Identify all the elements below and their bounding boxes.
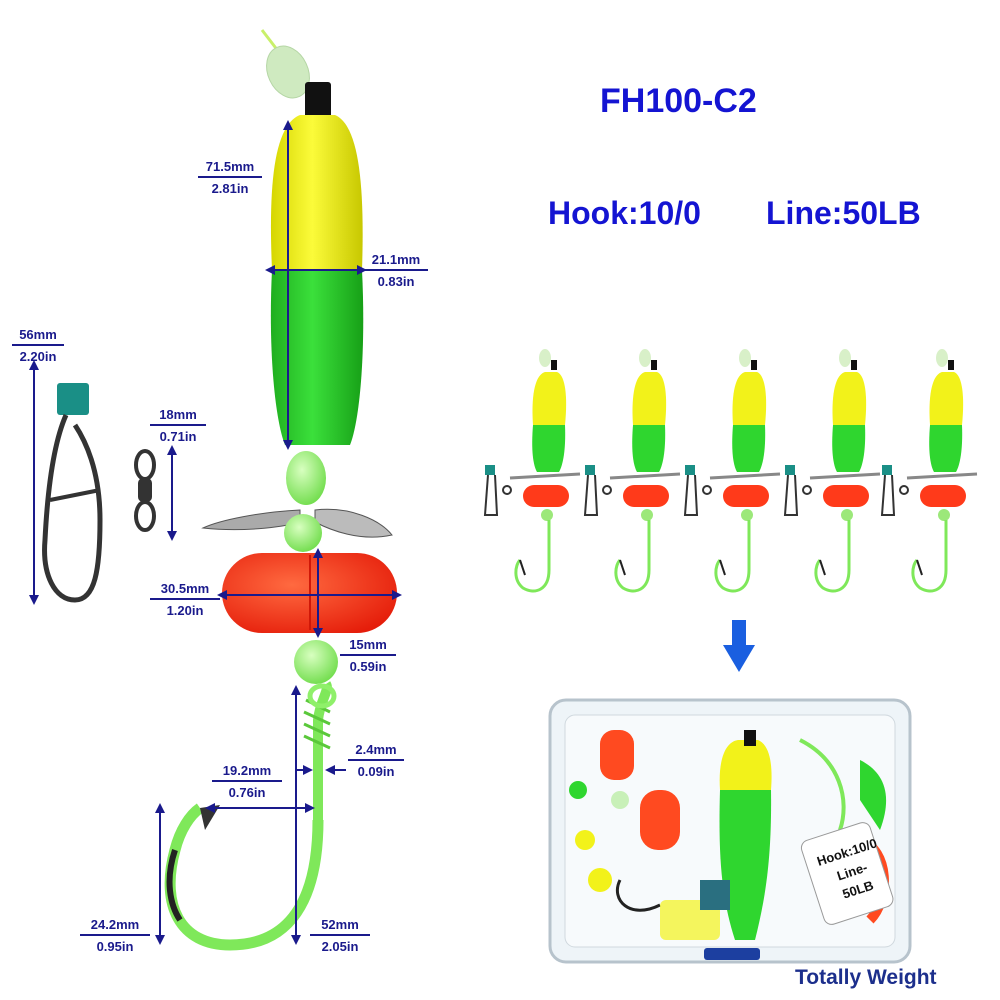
float-green: [270, 270, 364, 445]
rig-item: [583, 349, 681, 593]
dim-hook-height: 24.2mm 0.95in: [80, 918, 150, 953]
dim-mm: 21.1mm: [364, 253, 428, 271]
dim-wire-thickness: 2.4mm 0.09in: [348, 743, 404, 778]
dim-float-length: 71.5mm 2.81in: [198, 160, 262, 195]
dim-in: 2.05in: [321, 939, 359, 954]
glow-bead-mid: [286, 451, 326, 505]
propeller-right: [314, 508, 393, 538]
hook-body: [164, 803, 324, 951]
line-spec: Line:50LB: [766, 195, 921, 231]
rig-item: [880, 349, 978, 593]
dim-in: 0.71in: [159, 429, 197, 444]
dim-swivel-length: 18mm 0.71in: [150, 408, 206, 443]
dim-mm: 19.2mm: [212, 764, 282, 782]
dim-mm: 2.4mm: [348, 743, 404, 761]
glow-bead-small: [284, 514, 322, 552]
dim-mm: 56mm: [12, 328, 64, 346]
dim-hook-gap: 19.2mm 0.76in: [212, 764, 282, 799]
dim-mm: 24.2mm: [80, 918, 150, 936]
float-cap: [305, 82, 331, 118]
dim-bead-length: 30.5mm 1.20in: [150, 582, 220, 617]
snap-clip: [42, 413, 103, 603]
dim-in: 0.09in: [357, 764, 395, 779]
dim-mm: 30.5mm: [150, 582, 220, 600]
dim-in: 0.83in: [377, 274, 415, 289]
tackle-box: [548, 698, 912, 964]
dim-mm: 15mm: [340, 638, 396, 656]
rig-item: [483, 349, 581, 593]
dim-in: 0.59in: [349, 659, 387, 674]
hook-spec: Hook:10/0: [548, 195, 701, 231]
rig-item: [783, 349, 881, 593]
glow-bead-top: [266, 45, 310, 99]
dim-in: 1.20in: [166, 603, 204, 618]
swivel-ring-bottom: [134, 500, 156, 532]
propeller-left: [201, 509, 301, 531]
dim-hook-length: 52mm 2.05in: [310, 918, 370, 953]
dim-mm: 18mm: [150, 408, 206, 426]
swivel-ring-top: [134, 449, 156, 481]
float-yellow: [270, 115, 363, 270]
snap-tab: [57, 383, 89, 415]
model-title: FH100-C2: [600, 82, 757, 120]
dim-mm: 52mm: [310, 918, 370, 936]
dim-mm: 71.5mm: [198, 160, 262, 178]
rig-item: [683, 349, 781, 593]
dim-float-width: 21.1mm 0.83in: [364, 253, 428, 288]
dim-in: 2.81in: [211, 181, 249, 196]
dim-snap-length: 56mm 2.20in: [12, 328, 64, 363]
dim-in: 0.95in: [96, 939, 134, 954]
footer-text: Totally Weight: [795, 966, 937, 989]
rig-row: [483, 349, 978, 593]
dim-in: 2.20in: [19, 349, 57, 364]
down-arrow-icon: [723, 620, 755, 672]
dim-in: 0.76in: [228, 785, 266, 800]
dim-bead-height: 15mm 0.59in: [340, 638, 396, 673]
glow-bead-bottom: [294, 640, 338, 684]
